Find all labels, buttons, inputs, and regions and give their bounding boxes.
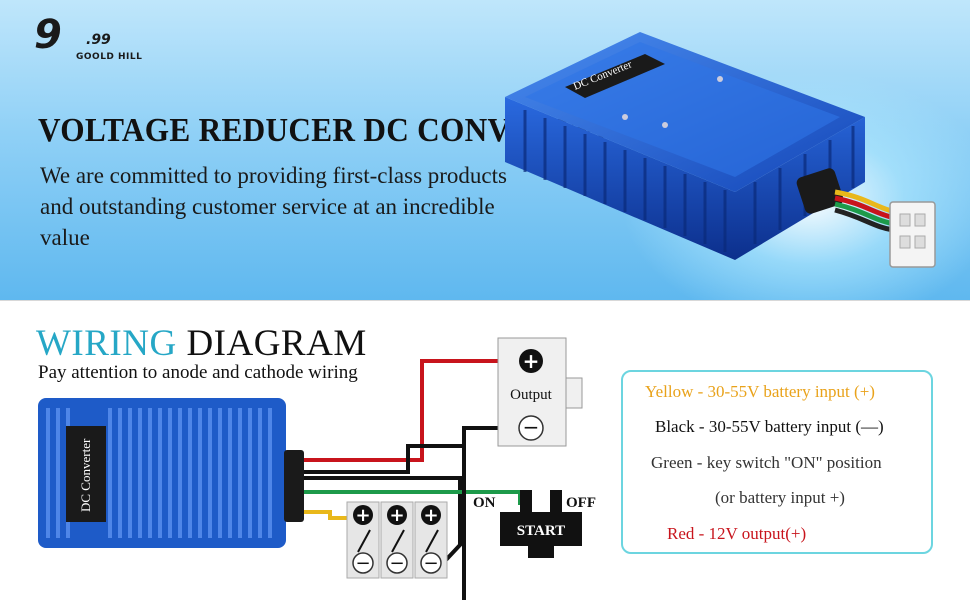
terminal-minus-1: − — [355, 553, 370, 574]
wire-black-output — [304, 426, 512, 474]
terminal-minus-3: − — [423, 553, 438, 574]
hero-banner: 9 .99 GOOLD HILL VOLTAGE REDUCER DC CONV… — [0, 0, 970, 300]
terminal-block: + + + − − − — [346, 501, 448, 579]
switch-start-label: START — [517, 523, 565, 539]
terminal-plus-2: + — [389, 505, 404, 526]
logo-number: 9 — [34, 12, 62, 58]
legend-yellow: Yellow - 30-55V battery input (+) — [645, 382, 875, 401]
wire-color-legend: Yellow - 30-55V battery input (+) Black … — [621, 370, 933, 554]
terminal-plus-1: + — [355, 505, 370, 526]
wiring-title-part2: DIAGRAM — [186, 323, 367, 364]
brand-logo: 9 .99 GOOLD HILL — [34, 12, 154, 66]
legend-red: Red - 12V output(+) — [667, 524, 807, 543]
converter-body: DC Converter — [38, 398, 286, 548]
switch-on-label: ON — [473, 495, 496, 511]
section-divider — [0, 300, 970, 301]
wire-yellow — [304, 510, 356, 520]
wiring-title-part1: WIRING — [36, 323, 177, 364]
output-minus: − — [523, 415, 540, 439]
converter-gland — [284, 450, 304, 522]
output-plus: + — [523, 349, 540, 373]
legend-black: Black - 30-55V battery input (—) — [655, 417, 884, 436]
terminal-plus-3: + — [423, 505, 438, 526]
legend-green-alt: (or battery input +) — [715, 488, 845, 507]
logo-brand: GOOLD HILL — [76, 52, 143, 62]
wire-black-input — [304, 476, 462, 564]
terminal-minus-2: − — [389, 553, 404, 574]
wiring-subtitle: Pay attention to anode and cathode wirin… — [38, 362, 358, 383]
start-switch: ON OFF START — [473, 490, 596, 558]
output-label: Output — [510, 387, 553, 403]
wiring-title: WIRING DIAGRAM — [36, 322, 367, 365]
switch-off-label: OFF — [566, 495, 596, 511]
hero-subtitle: We are committed to providing first-clas… — [40, 163, 507, 250]
converter-label: DC Converter — [78, 438, 93, 512]
logo-sup: .99 — [86, 32, 111, 48]
legend-green: Green - key switch "ON" position — [651, 453, 882, 472]
wire-red — [304, 359, 512, 462]
output-box: + Output − — [497, 337, 583, 447]
wiring-diagram: DC Converter + + + − − − + Outpu — [38, 337, 596, 600]
converter-product-image: DC Converter — [505, 32, 936, 268]
